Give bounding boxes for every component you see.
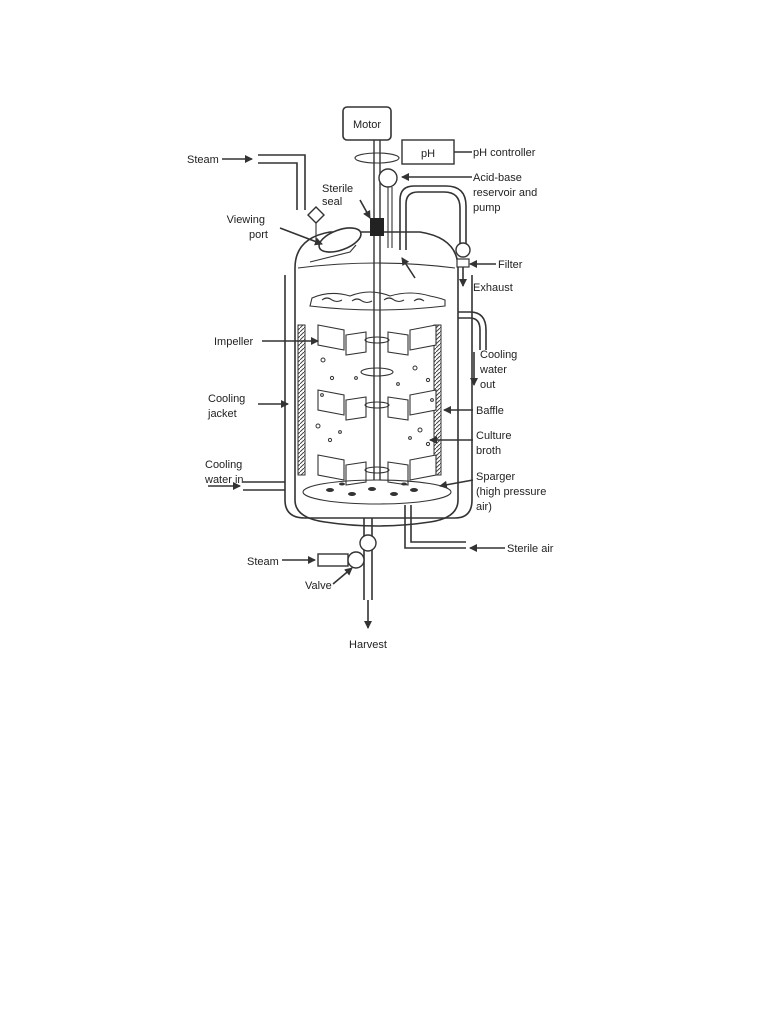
cooling-water-out-label: Cooling water out	[479, 349, 520, 391]
harvest-pipe	[363, 518, 373, 600]
motor-box	[342, 106, 392, 141]
motor-label: Motor	[353, 119, 381, 131]
steam-pipe-top	[258, 154, 306, 210]
baffle-label: Baffle	[476, 405, 504, 417]
viewing-port	[318, 227, 362, 253]
vessel-dome-line	[297, 262, 456, 269]
valve-label: Valve	[305, 580, 332, 592]
rotation-arrow-middle	[360, 367, 394, 377]
sparger-plate	[302, 479, 452, 505]
cooling-water-out-pipe	[458, 317, 481, 350]
acid-base-label: Acid-base reservoir and pump	[473, 172, 540, 214]
sterile-seal	[370, 218, 384, 236]
acid-base-reservoir	[378, 168, 398, 188]
impeller-bottom	[317, 454, 437, 486]
baffle-left	[297, 324, 306, 476]
cooling-water-in-label: Cooling water in	[204, 459, 245, 486]
ph-label: pH	[421, 148, 435, 160]
steam-valve-top	[307, 206, 325, 224]
filter-label: Filter	[498, 259, 523, 271]
filter-bulb	[455, 242, 471, 258]
culture-broth-label: Culture broth	[476, 430, 515, 457]
steam-top-label: Steam	[187, 154, 219, 166]
sparger-holes	[326, 482, 418, 496]
ph-controller-label: pH controller	[473, 147, 536, 159]
cooling-jacket-label: Cooling jacket	[207, 393, 248, 420]
broth-surface	[309, 291, 446, 311]
sterile-seal-label: Sterile seal	[322, 183, 356, 208]
impeller-top	[317, 324, 437, 356]
sterile-air-label: Sterile air	[507, 543, 554, 555]
sterile-air-pipe	[404, 505, 466, 549]
impeller-label: Impeller	[214, 336, 253, 348]
steam-valve-bottom	[347, 551, 365, 569]
exhaust-label: Exhaust	[473, 282, 513, 294]
air-bubbles	[315, 357, 434, 447]
harvest-valve	[359, 534, 377, 552]
steam-bottom-label: Steam	[247, 556, 279, 568]
rotation-arrow-top	[354, 152, 400, 164]
filter	[456, 258, 470, 268]
broth-foam	[321, 297, 425, 304]
exhaust-pipe	[399, 185, 467, 250]
ph-box	[401, 139, 455, 165]
sparger-label: Sparger (high pressure air)	[476, 471, 549, 513]
viewing-port-label: Viewing port	[227, 214, 268, 241]
vessel-body	[294, 231, 459, 527]
cooling-jacket-shell	[284, 275, 473, 519]
harvest-label: Harvest	[349, 639, 387, 651]
impeller-middle	[317, 389, 437, 421]
steam-bottom-pipe	[317, 553, 349, 567]
